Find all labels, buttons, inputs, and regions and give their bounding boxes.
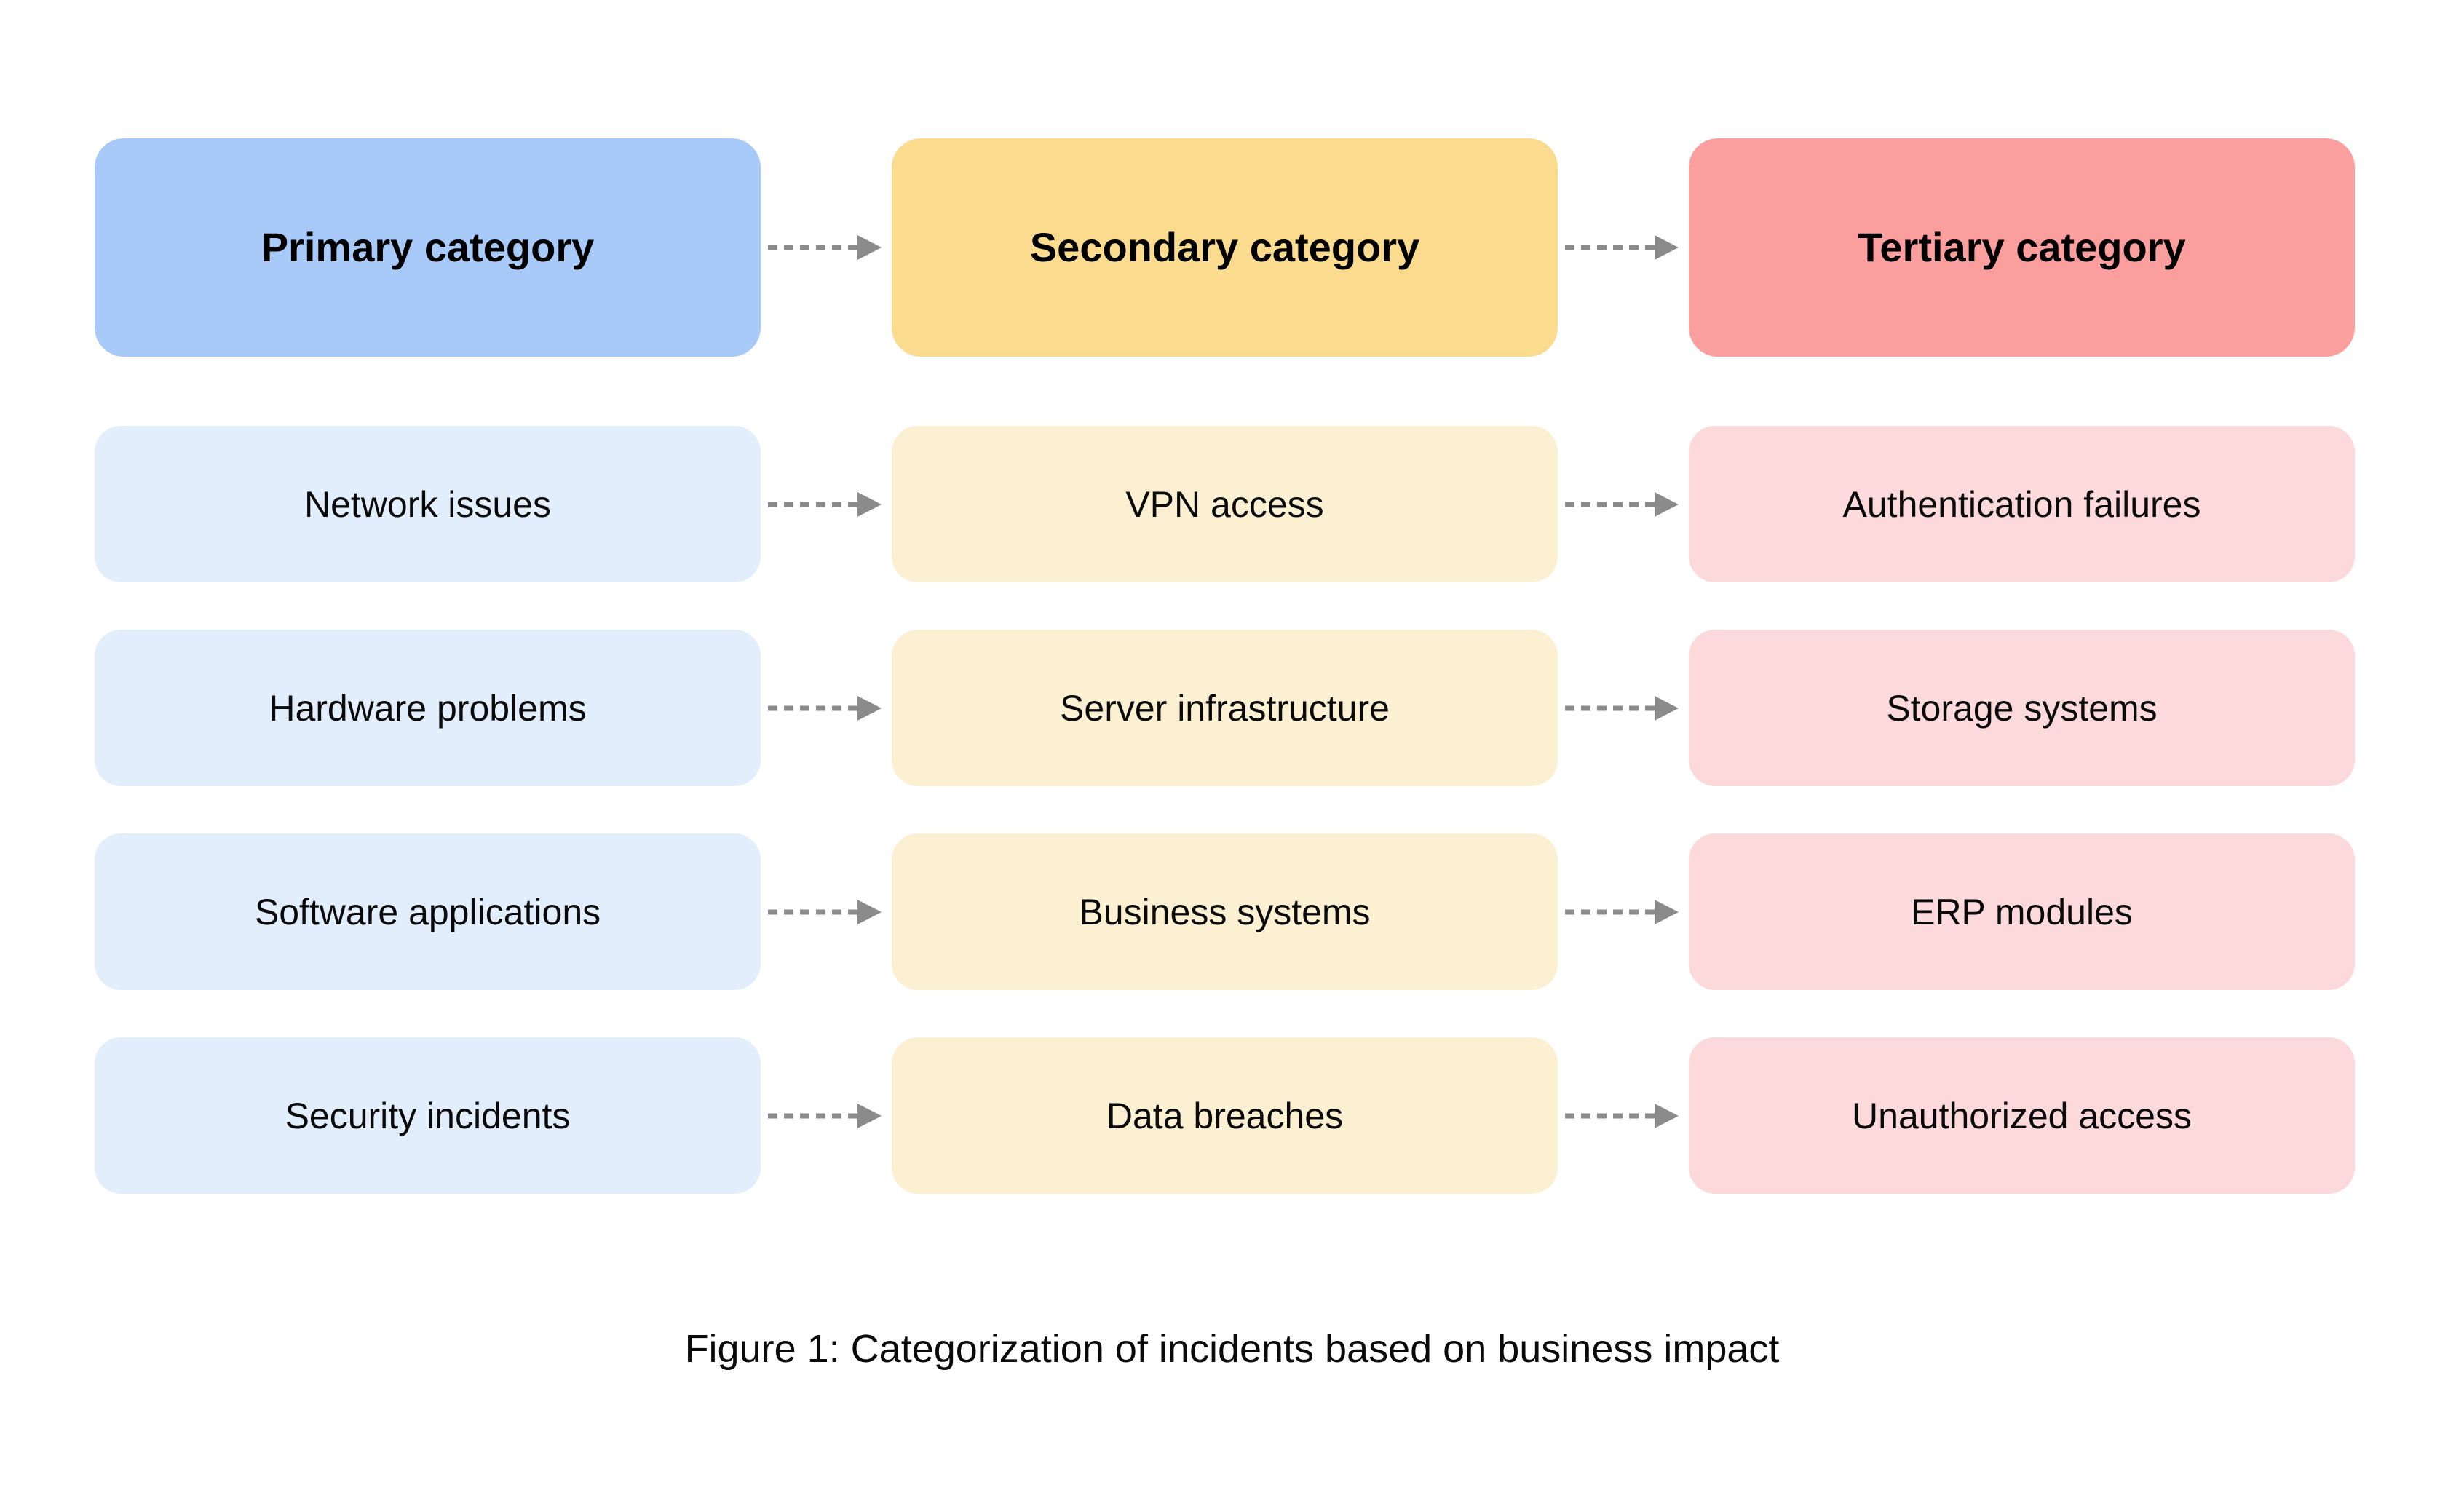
secondary-cell: Data breaches (892, 1037, 1558, 1194)
secondary-cell: Server infrastructure (892, 630, 1558, 786)
tertiary-category-header: Tertiary category (1689, 138, 2355, 357)
primary-cell: Network issues (95, 426, 761, 582)
arrow-right-icon (761, 138, 892, 357)
primary-cell: Software applications (95, 833, 761, 990)
diagram-row: Security incidents Data breaches Unautho… (95, 1037, 2355, 1194)
arrow-right-icon (1558, 630, 1689, 786)
tertiary-cell: Authentication failures (1689, 426, 2355, 582)
secondary-cell: VPN access (892, 426, 1558, 582)
primary-category-header: Primary category (95, 138, 761, 357)
secondary-cell: Business systems (892, 833, 1558, 990)
arrow-right-icon (761, 426, 892, 582)
arrow-right-icon (1558, 138, 1689, 357)
tertiary-cell: Storage systems (1689, 630, 2355, 786)
tertiary-cell: ERP modules (1689, 833, 2355, 990)
primary-cell: Hardware problems (95, 630, 761, 786)
diagram-row: Network issues VPN access Authentication… (95, 426, 2355, 582)
primary-cell: Security incidents (95, 1037, 761, 1194)
arrow-right-icon (1558, 1037, 1689, 1194)
figure-caption: Figure 1: Categorization of incidents ba… (684, 1327, 1780, 1371)
tertiary-cell: Unauthorized access (1689, 1037, 2355, 1194)
arrow-right-icon (1558, 833, 1689, 990)
secondary-category-header: Secondary category (892, 138, 1558, 357)
arrow-right-icon (761, 630, 892, 786)
diagram-row: Hardware problems Server infrastructure … (95, 630, 2355, 786)
arrow-right-icon (1558, 426, 1689, 582)
arrow-right-icon (761, 833, 892, 990)
diagram-row: Software applications Business systems E… (95, 833, 2355, 990)
arrow-right-icon (761, 1037, 892, 1194)
header-row: Primary category Secondary category Tert… (95, 138, 2355, 357)
